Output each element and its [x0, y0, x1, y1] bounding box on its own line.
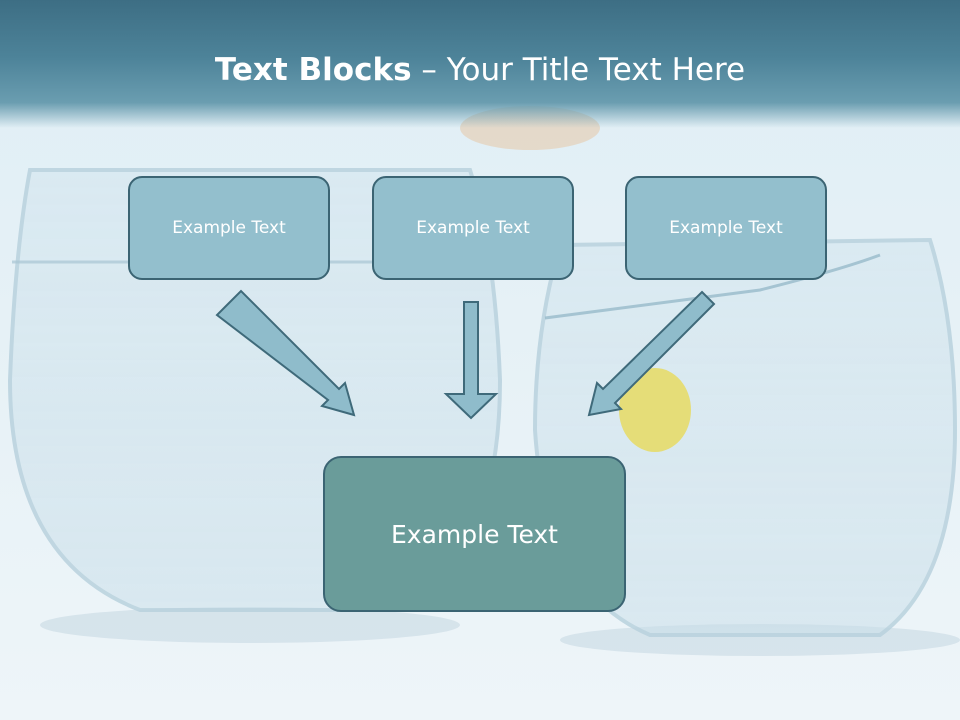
center-text-block[interactable]: Example Text — [323, 456, 626, 612]
text-block-1[interactable]: Example Text — [128, 176, 330, 280]
text-block-1-label: Example Text — [172, 218, 286, 238]
text-block-2-label: Example Text — [416, 218, 530, 238]
arrow-center — [443, 301, 499, 420]
arrow-right — [587, 290, 716, 417]
title-rest: Your Title Text Here — [446, 52, 746, 88]
arrow-left — [215, 289, 356, 417]
title-bold: Text Blocks — [214, 52, 412, 88]
fish-decoration — [619, 368, 691, 452]
text-block-2[interactable]: Example Text — [372, 176, 574, 280]
text-block-3-label: Example Text — [669, 218, 783, 238]
slide-title: Text Blocks – Your Title Text Here — [0, 52, 960, 88]
center-text-block-label: Example Text — [391, 519, 558, 549]
title-dash: – — [411, 52, 447, 88]
title-bar — [0, 0, 960, 128]
text-block-3[interactable]: Example Text — [625, 176, 827, 280]
